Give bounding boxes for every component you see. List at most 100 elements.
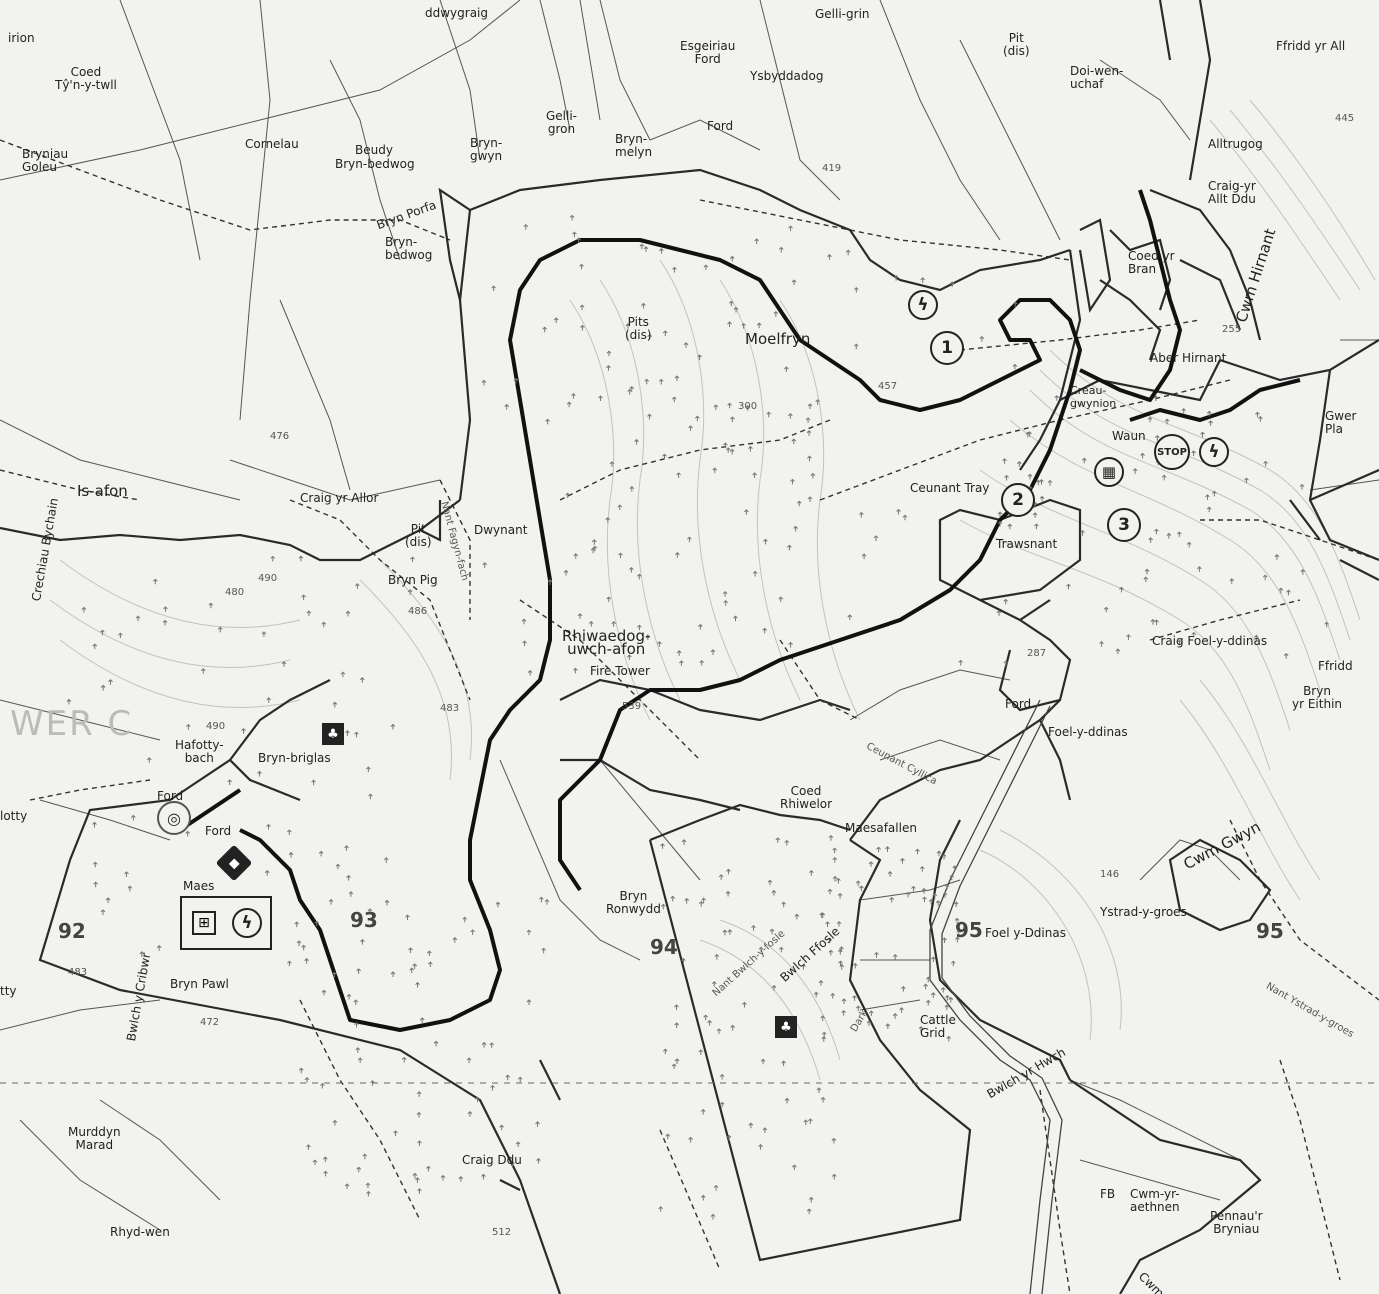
spot-height: 457 — [878, 381, 898, 392]
forest-icon: ♣ — [322, 723, 344, 745]
spot-height: 445 — [1335, 113, 1355, 124]
place-rhiwaedog: Rhiwaedog- uwch-afon — [562, 627, 651, 658]
place-trawsnant: Trawsnant — [996, 537, 1058, 551]
place-rhyd-wen: Rhyd-wen — [110, 1225, 170, 1239]
place-bryn-bedwog-2: Bryn- bedwog — [385, 235, 433, 262]
place-foel-y-ddinas: Foel-y-ddinas — [1048, 725, 1128, 739]
place-creau-gwynion: Creau- gwynion — [1070, 384, 1117, 410]
lightning-icon: ϟ — [232, 908, 262, 938]
place-gwern-pla: Gwer Pla — [1325, 409, 1357, 436]
route-point-2[interactable]: 2 — [1001, 483, 1035, 517]
place-pits-dis: Pits (dis) — [625, 315, 652, 342]
spot-height: 146 — [1100, 869, 1120, 880]
spot-height: 287 — [1027, 648, 1047, 659]
place-craig-yr-allt-ddu: Craig-yr Allt Ddu — [1208, 179, 1256, 206]
grid-number-93: 93 — [350, 908, 378, 932]
place-is-afon: Is-afon — [77, 482, 128, 500]
place-ffridd-yr-all: Ffridd yr All — [1276, 39, 1346, 53]
place-beudy: Beudy — [355, 143, 393, 157]
place-bryn-ronwydd: Bryn Ronwydd — [606, 889, 661, 916]
place-ffridd: Ffridd — [1318, 659, 1353, 673]
place-bryn-briglas: Bryn-briglas — [258, 751, 331, 765]
place-cattle-grid: Cattle Grid — [920, 1013, 956, 1040]
place-maes: Maes — [183, 879, 215, 893]
place-bryn-gwyn: Bryn- gwyn — [470, 136, 503, 163]
spot-height: 472 — [200, 1017, 220, 1028]
place-gelli-gron: Gelli- gron — [546, 109, 578, 136]
spot-height: 255 — [1222, 324, 1242, 335]
route-point-3[interactable]: 3 — [1107, 508, 1141, 542]
lightning-icon: ϟ — [908, 290, 938, 320]
grid-number-95-b: 95 — [1256, 919, 1284, 943]
place-murddyn-marad: Murddyn Marad — [68, 1125, 121, 1152]
place-aber-hirnant: Aber Hirnant — [1150, 351, 1227, 365]
place-tty: tty — [0, 984, 17, 998]
woodland-symbols — [66, 214, 1330, 1220]
place-ford-top: Ford — [707, 119, 734, 133]
place-esgeiriau-ford: Esgeiriau Ford — [680, 39, 736, 66]
spot-height: 486 — [408, 606, 428, 617]
place-ford-left: Ford — [157, 789, 184, 803]
spot-height: 539 — [622, 701, 642, 712]
place-dwynant: Dwynant — [474, 523, 528, 537]
chequered-flag-icon: ▦ — [1094, 457, 1124, 487]
place-ceunant-tray: Ceunant Tray — [910, 481, 990, 495]
grid-number-92: 92 — [58, 919, 86, 943]
spot-height: 419 — [822, 163, 842, 174]
place-cornelau: Cornelau — [245, 137, 299, 151]
facilities-box: ⊞ ϟ — [180, 896, 272, 950]
place-coed-rhiwelor: Coed Rhiwelor — [780, 784, 833, 811]
spot-height: 512 — [492, 1227, 512, 1238]
lightning-icon: ϟ — [1199, 437, 1229, 467]
place-alltrugog: Alltrugog — [1208, 137, 1263, 151]
place-maesafallen: Maesafallen — [845, 821, 917, 835]
grid-number-94: 94 — [650, 935, 678, 959]
place-cwm-yr-aethnen: Cwm-yr- aethnen — [1130, 1187, 1180, 1214]
place-waun: Waun — [1112, 429, 1146, 443]
toilet-icon: ⊞ — [192, 911, 216, 935]
place-ystrad-y-groes: Ystrad-y-groes — [1100, 905, 1187, 919]
place-doi-wen-uchaf: Doi-wen- uchaf — [1070, 64, 1124, 91]
place-bryn-melyn: Bryn- melyn — [615, 132, 653, 159]
place-fire-tower: Fire Tower — [590, 664, 650, 678]
place-ddwygraig: ddwygraig — [425, 6, 489, 20]
viewpoint-icon[interactable]: ◎ — [157, 801, 191, 835]
place-ford-left-2: Ford — [205, 824, 232, 838]
spot-height: 483 — [440, 703, 460, 714]
contours — [49, 99, 1376, 1081]
footpaths — [0, 139, 1379, 1294]
place-fb: FB — [1100, 1187, 1116, 1201]
place-hafotty-bach: Hafotty- bach — [175, 738, 224, 765]
spot-height: 490 — [206, 721, 226, 732]
place-bryniau-goleu: Bryniau Goleu — [22, 147, 69, 174]
route-point-1[interactable]: 1 — [930, 331, 964, 365]
place-ford-mid: Ford — [1005, 697, 1032, 711]
place-pit-dis-mid: Pit (dis) — [405, 522, 432, 549]
place-gelli-grin: Gelli-grin — [815, 7, 870, 21]
place-bryn-pawl: Bryn Pawl — [170, 977, 229, 991]
spot-height: 476 — [270, 431, 290, 442]
place-moelfryn: Moelfryn — [745, 330, 811, 348]
spot-height: 490 — [258, 573, 278, 584]
forest-icon: ♣ — [775, 1016, 797, 1038]
place-coed-tyn-y-twll: Coed Tŷ'n-y-twll — [55, 65, 117, 92]
place-pennau-r-bryniau: Pennau'r Bryniau — [1210, 1209, 1263, 1236]
place-craig-yr-allor: Craig yr Allor — [300, 491, 379, 505]
place-pit-dis-top: Pit (dis) — [1003, 31, 1030, 58]
road — [929, 699, 1063, 1294]
place-coed-yr-bran: Coed yr Bran — [1128, 249, 1175, 276]
place-bryn-pig: Bryn Pig — [388, 573, 438, 587]
place-lotty: lotty — [0, 809, 28, 823]
spot-height: 483 — [68, 967, 88, 978]
place-bryn-yr-eithin: Bryn yr Eithin — [1292, 684, 1343, 711]
place-bryn-bedwog: Bryn-bedwog — [335, 157, 415, 171]
place-craig-ddu: Craig Ddu — [462, 1153, 522, 1167]
stop-sign[interactable]: STOP — [1154, 434, 1190, 470]
place-irion: irion — [8, 31, 35, 45]
spot-height: 300 — [738, 401, 758, 412]
grid-number-95-a: 95 — [955, 918, 983, 942]
place-wer-c: WER C — [10, 704, 134, 744]
place-craig-foel-y-ddinas: Craig Foel-y-ddinas — [1152, 634, 1268, 648]
